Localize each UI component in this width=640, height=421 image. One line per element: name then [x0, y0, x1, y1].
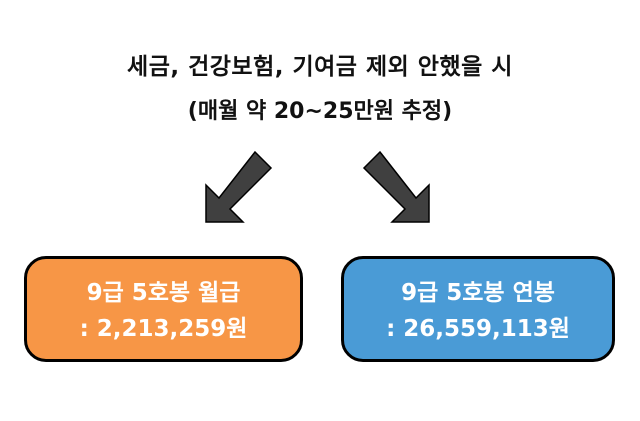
arrow-down-right [362, 150, 430, 223]
annual-salary-box: 9급 5호봉 연봉 : 26,559,113원 [341, 256, 615, 362]
annual-salary-value: : 26,559,113원 [386, 316, 570, 342]
headline-line-1: 세금, 건강보험, 기여금 제외 안했을 시 [127, 54, 513, 80]
monthly-salary-title: 9급 5호봉 월급 [86, 280, 241, 306]
arrow-down-left [205, 150, 273, 223]
annual-salary-title: 9급 5호봉 연봉 [401, 280, 555, 306]
monthly-salary-value: : 2,213,259원 [79, 316, 248, 342]
monthly-salary-box: 9급 5호봉 월급 : 2,213,259원 [24, 256, 303, 362]
headline-line-2: (매월 약 20~25만원 추정) [187, 99, 453, 124]
